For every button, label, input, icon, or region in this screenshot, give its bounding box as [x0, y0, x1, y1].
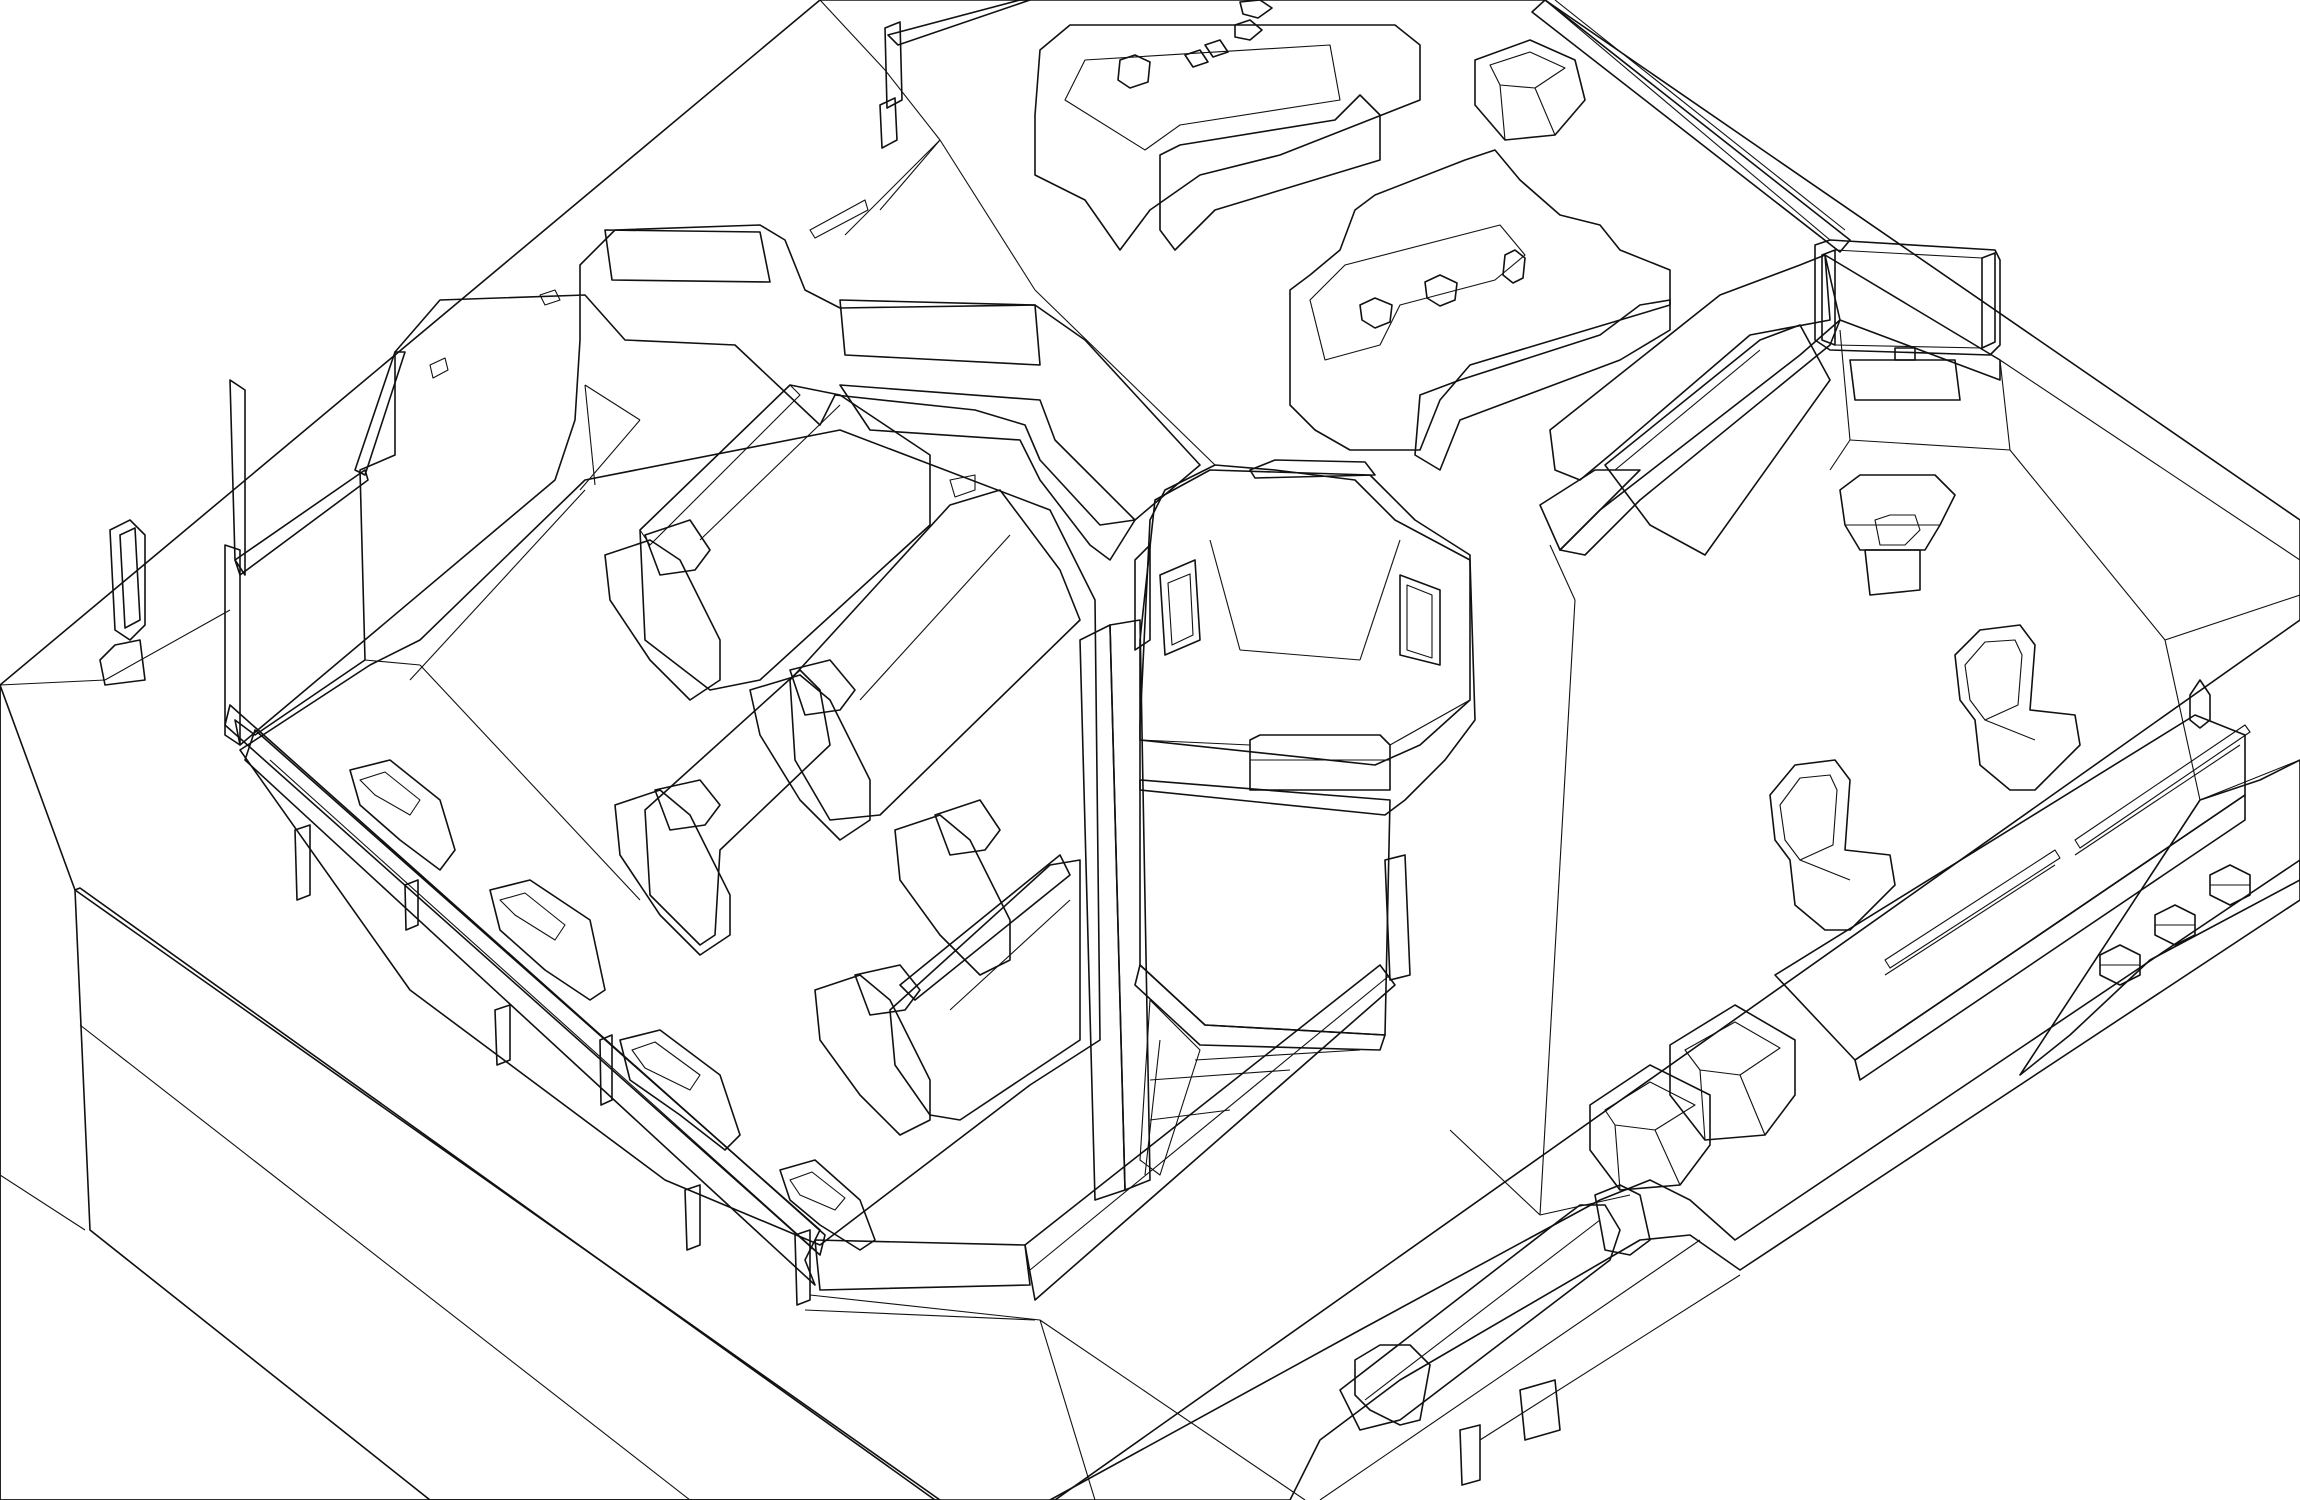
chair [1954, 624, 2081, 791]
left-pole [99, 519, 146, 686]
front-railing [224, 704, 1396, 1321]
sleep-pod [604, 384, 931, 701]
monitor [1814, 239, 2001, 401]
table [1034, 0, 1421, 251]
lamp-stand [1839, 474, 1956, 596]
pit-area [224, 199, 1201, 1246]
central-tower [1079, 459, 1476, 1201]
front-wall [1049, 859, 2300, 1500]
crate [1669, 1004, 1796, 1141]
control-room-walls [1539, 254, 2166, 641]
desk-panel [1604, 324, 1831, 556]
control-console [1774, 679, 2300, 1081]
back-railing [879, 0, 1851, 253]
sleep-pod [814, 799, 1081, 1136]
table [1289, 149, 1671, 471]
chair [1769, 759, 1896, 931]
crate [1474, 39, 1586, 141]
sleep-pod [749, 474, 1081, 841]
sleep-pod [614, 669, 831, 956]
crate [1589, 1064, 1711, 1191]
